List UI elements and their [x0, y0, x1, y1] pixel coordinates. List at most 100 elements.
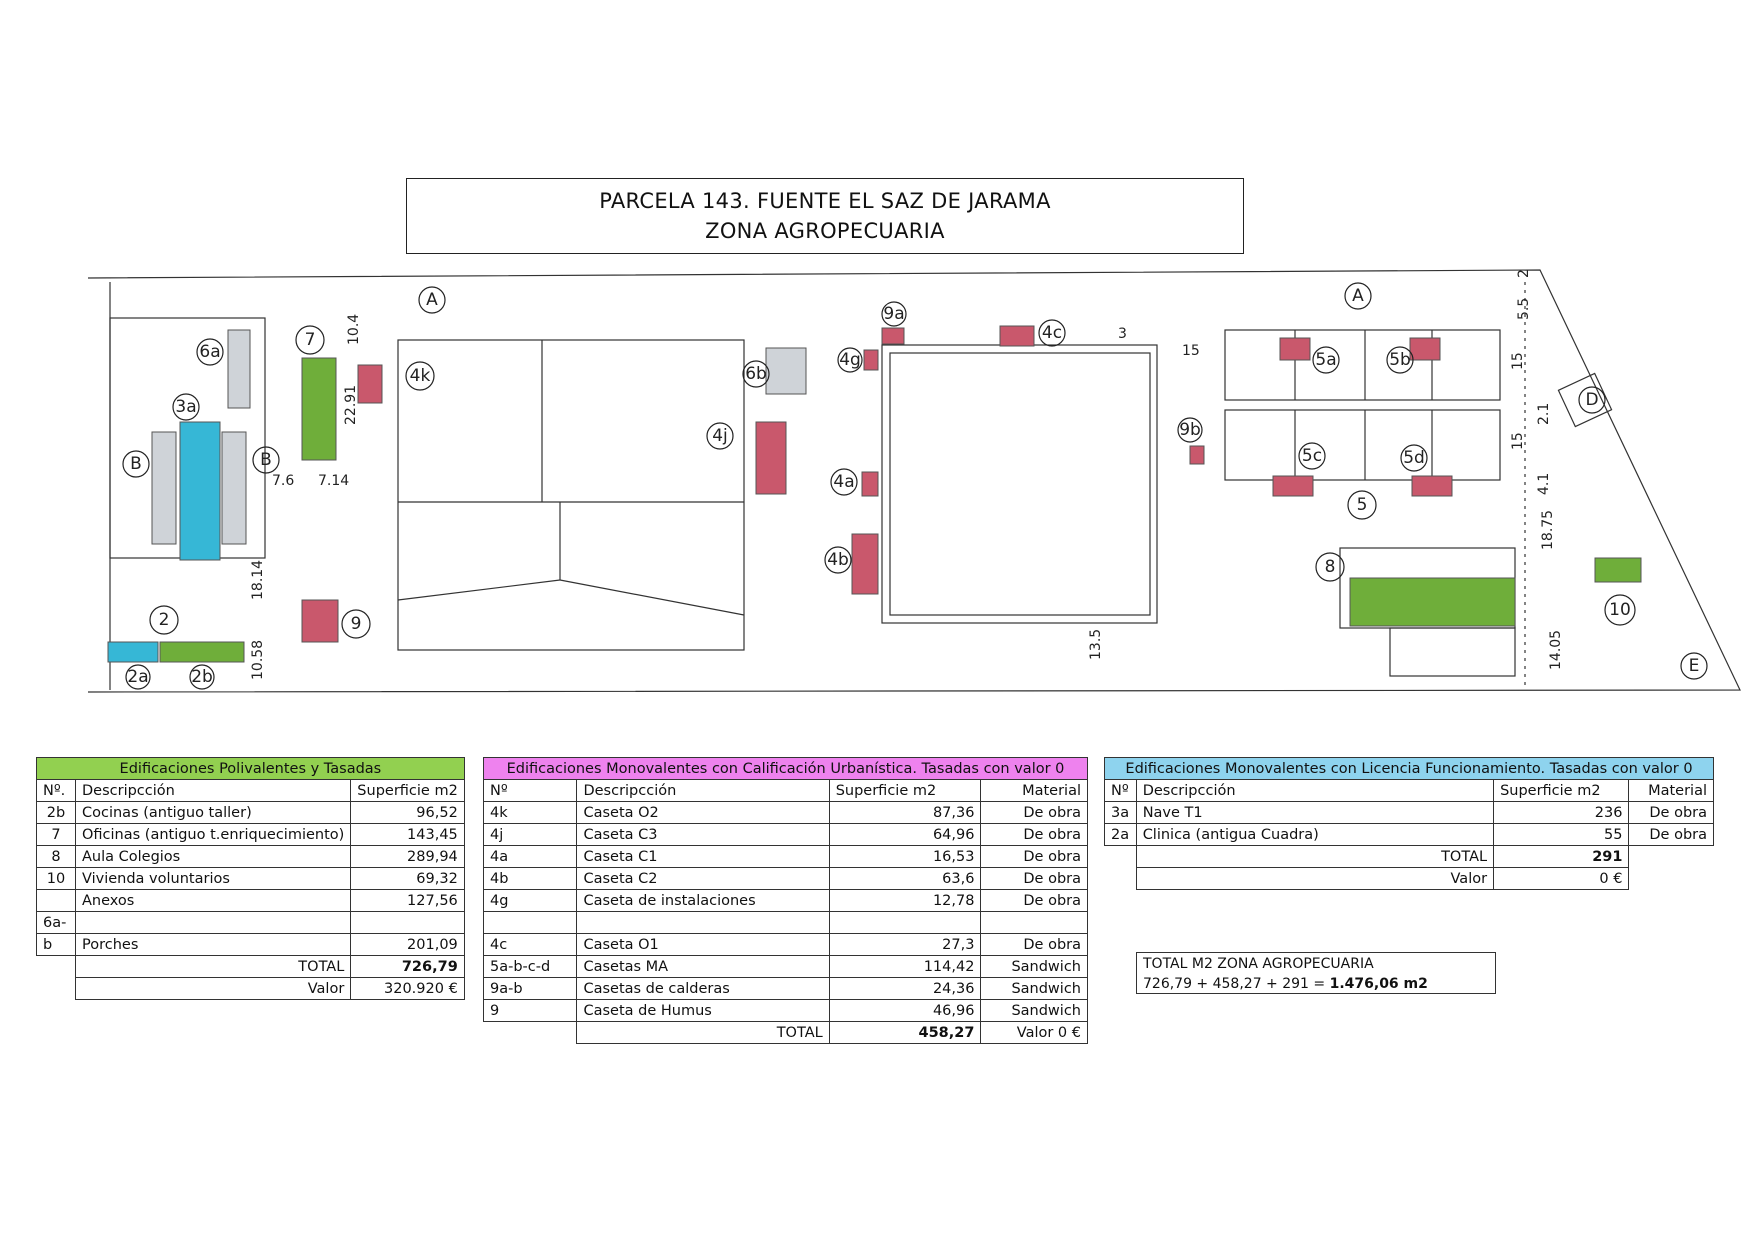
cell [350, 911, 465, 934]
plan-label-5b: 5b [1389, 350, 1411, 370]
cell: 4j [482, 823, 578, 846]
table-calificacion: Edificaciones Monovalentes con Calificac… [482, 757, 1088, 1044]
building-3a [179, 421, 221, 561]
table-header: Edificaciones Monovalentes con Licencia … [1104, 757, 1714, 780]
cell: Casetas de calderas [576, 977, 830, 1000]
cell: 201,09 [350, 933, 465, 956]
warehouse-left [397, 339, 745, 651]
plan-label-4k: 4k [410, 366, 431, 386]
table-row: 6a- [36, 911, 465, 934]
cell [482, 911, 578, 934]
plan-label-5a: 5a [1315, 350, 1336, 370]
title-line-1: PARCELA 143. FUENTE EL SAZ DE JARAMA [599, 189, 1051, 213]
cell: 7 [36, 823, 76, 846]
table-polivalentes: Edificaciones Polivalentes y Tasadas Nº.… [36, 757, 465, 1000]
plan-label-4b: 4b [827, 550, 849, 570]
col-header: Nº. [36, 779, 76, 802]
plan-label-B: B [130, 454, 142, 474]
cell: 12,78 [828, 889, 982, 912]
cell: 46,96 [828, 999, 982, 1022]
cell: 4c [482, 933, 578, 956]
dimension-label: 15 [1510, 352, 1526, 370]
cell: 27,3 [828, 933, 982, 956]
cell: De obra [980, 867, 1088, 890]
col-header: Superficie m2 [350, 779, 465, 802]
cell: Caseta C3 [576, 823, 830, 846]
cell: 4k [482, 801, 578, 824]
cell: 10 [36, 867, 76, 890]
dimension-label: 13.5 [1088, 629, 1104, 660]
col-header: Descripcción [1135, 779, 1495, 802]
building-5c [1272, 475, 1314, 497]
building-4b [851, 533, 879, 595]
total-label: TOTAL [576, 1021, 830, 1044]
plan-label-5d: 5d [1403, 448, 1425, 468]
cell: De obra [1628, 823, 1714, 846]
summary-formula: 726,79 + 458,27 + 291 = 1.476,06 m2 [1143, 974, 1489, 994]
cell: 6a- [36, 911, 76, 934]
cell: 2a [1104, 823, 1137, 846]
cell: 55 [1493, 823, 1630, 846]
table-row [482, 911, 1088, 934]
building-4a [861, 471, 879, 497]
building-5a [1279, 337, 1311, 361]
dimension-label: 7.14 [318, 473, 349, 489]
cell [74, 911, 352, 934]
cell: 8 [36, 845, 76, 868]
building-4k [357, 364, 383, 404]
plan-label-4g: 4g [839, 350, 861, 370]
dimension-label: 18.75 [1540, 510, 1556, 550]
valor-label: Valor [1135, 867, 1495, 890]
title-line-2: ZONA AGROPECUARIA [705, 219, 945, 243]
dimension-label: 3 [1118, 326, 1127, 342]
cell: 114,42 [828, 955, 982, 978]
building-4g [863, 349, 879, 371]
cell [980, 911, 1088, 934]
cell: De obra [1628, 801, 1714, 824]
cell: 4b [482, 867, 578, 890]
summary-title: TOTAL M2 ZONA AGROPECUARIA [1143, 956, 1374, 972]
summary-box: TOTAL M2 ZONA AGROPECUARIA 726,79 + 458,… [1136, 952, 1496, 994]
plan-label-8: 8 [1325, 557, 1336, 577]
title-box: PARCELA 143. FUENTE EL SAZ DE JARAMA ZON… [406, 178, 1244, 254]
cell: De obra [980, 801, 1088, 824]
dimension-label: 4.1 [1536, 473, 1552, 495]
col-header: Descripcción [576, 779, 830, 802]
col-header: Descripcción [74, 779, 352, 802]
cell: Caseta O2 [576, 801, 830, 824]
plan-label-4j: 4j [712, 426, 728, 446]
cell: 63,6 [828, 867, 982, 890]
plan-label-B: B [260, 450, 272, 470]
cell: Porches [74, 933, 352, 956]
circled-labels [122, 282, 1708, 690]
cell: 64,96 [828, 823, 982, 846]
plan-label-9: 9 [351, 614, 362, 634]
building-8 [1349, 577, 1516, 627]
plot-boundary [87, 269, 1741, 693]
dimension-label: 18.14 [250, 560, 266, 600]
dimension-label: 2.1 [1536, 403, 1552, 425]
plan-label-2a: 2a [127, 667, 148, 687]
cell: Aula Colegios [74, 845, 352, 868]
valor-value: 0 € [1493, 867, 1630, 890]
col-header: Superficie m2 [1493, 779, 1630, 802]
valor-value: 320.920 € [350, 977, 465, 1000]
plan-label-2: 2 [159, 610, 170, 630]
cell: Casetas MA [576, 955, 830, 978]
total-value: 726,79 [350, 955, 465, 978]
table-header: Edificaciones Polivalentes y Tasadas [36, 757, 465, 780]
plan-label-10: 10 [1609, 600, 1631, 620]
cell: 143,45 [350, 823, 465, 846]
cell: Caseta C2 [576, 867, 830, 890]
plan-label-3a: 3a [175, 397, 196, 417]
